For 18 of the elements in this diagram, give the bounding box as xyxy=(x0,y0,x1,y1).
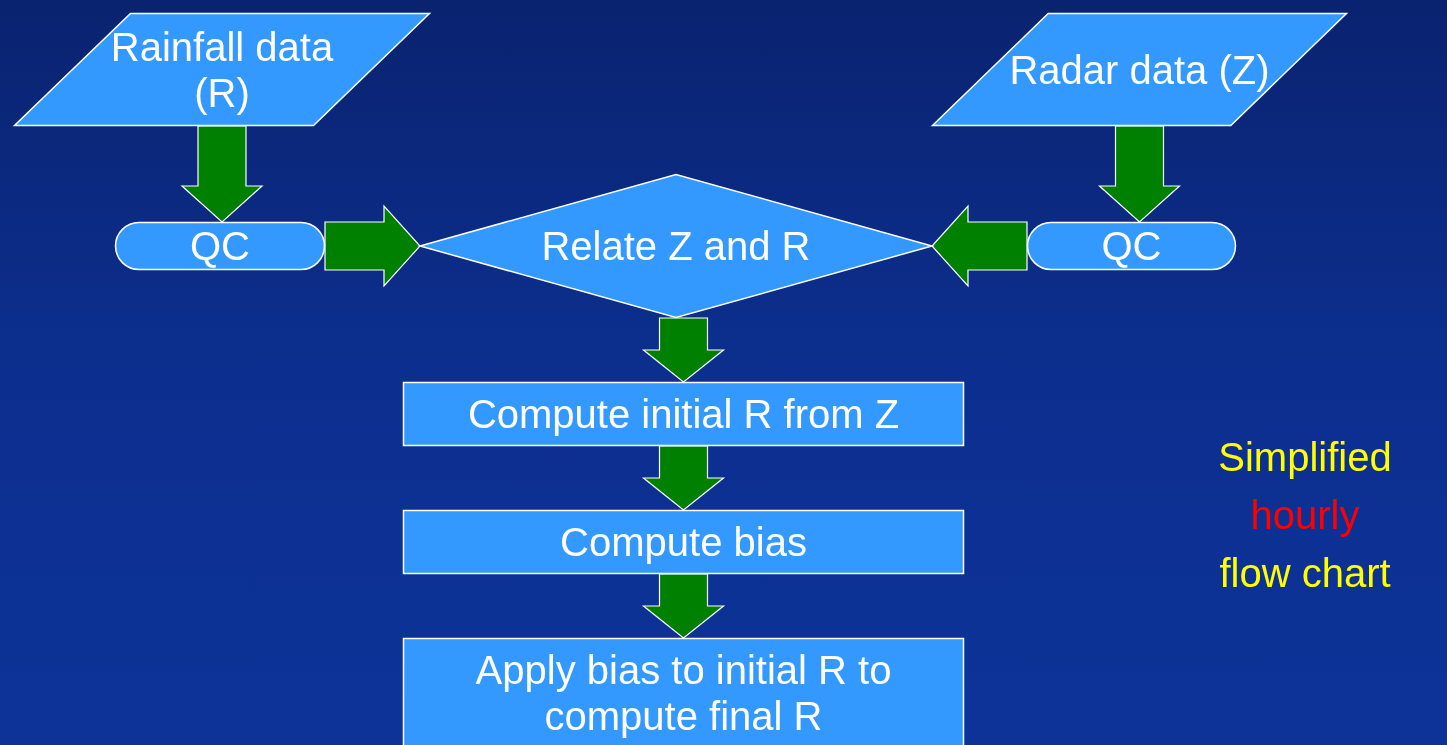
input-parallelogram: Radar data (Z) xyxy=(932,13,1347,126)
process-box: Compute bias xyxy=(403,510,964,574)
block-arrow xyxy=(180,125,264,223)
process-box: Compute initial R from Z xyxy=(403,382,964,446)
block-arrow xyxy=(641,573,726,639)
input-parallelogram: Rainfall data (R) xyxy=(14,13,430,126)
caption-text: Simplified xyxy=(1218,434,1392,481)
caption-text: hourly xyxy=(1250,492,1360,539)
process-box: Apply bias to initial R to compute final R xyxy=(403,638,964,745)
block-arrow xyxy=(641,445,726,511)
terminator-shape: QC xyxy=(1027,222,1236,270)
terminator-shape: QC xyxy=(115,222,325,270)
block-arrow xyxy=(641,317,726,383)
block-arrow xyxy=(324,204,421,288)
decision-diamond: Relate Z and R xyxy=(420,174,932,318)
block-arrow xyxy=(931,204,1028,288)
caption-text: flow chart xyxy=(1219,550,1391,597)
block-arrow xyxy=(1097,125,1182,223)
